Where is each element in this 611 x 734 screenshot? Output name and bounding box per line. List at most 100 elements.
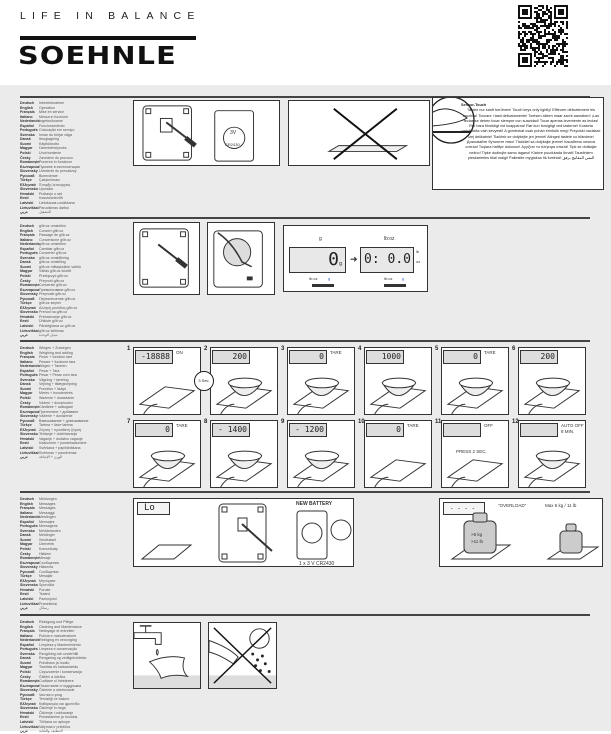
step-number: 11 xyxy=(435,419,442,425)
language-translation: Vážení + dovažování xyxy=(39,400,73,405)
language-translation: Превключване g/lb:oz xyxy=(39,287,76,292)
battery-spec-label: 1 x 3 V CR2430 xyxy=(299,561,335,567)
scale-illustration xyxy=(215,377,273,414)
language-name: Türkçe xyxy=(20,574,32,579)
language-translation: Puhdistus ja huolto xyxy=(39,660,70,665)
language-name: Românește xyxy=(20,160,40,165)
sensor-touch-text: Sensor-Touch Tasten nur sanft berühren! … xyxy=(461,103,601,161)
language-name: عربي xyxy=(20,729,29,734)
step-number: 1 xyxy=(127,346,131,352)
language-translation: Mesaje xyxy=(39,556,51,561)
qr-code[interactable] xyxy=(518,5,568,67)
language-name: Русский xyxy=(20,418,35,423)
language-translation: Meddelanden xyxy=(39,528,61,533)
language-translation: Teated xyxy=(39,592,50,597)
language-translation: Punnitus + lisäys xyxy=(39,386,67,391)
language-translation: Colocação em serviço xyxy=(39,128,75,133)
language-translation: Ważenie + doważanie xyxy=(39,396,75,401)
step-display: 0 xyxy=(289,350,327,364)
switch-label-g: g xyxy=(402,276,405,281)
language-name: Italiano xyxy=(20,359,33,364)
language-name: Latviski xyxy=(20,201,34,206)
language-translation: Чистка и уход xyxy=(39,692,63,697)
language-name: Suomi xyxy=(20,537,31,542)
language-name: Español xyxy=(20,519,34,524)
section-divider xyxy=(20,614,590,616)
language-translation: Meldinger xyxy=(39,533,55,538)
language-translation: Vejning + tillægsvejning xyxy=(39,382,77,387)
step-number: 2 xyxy=(204,346,208,352)
step-label: TARE xyxy=(407,423,419,428)
language-name: Italiano xyxy=(20,633,33,638)
language-translation: Mérés + hozzámérés xyxy=(39,391,73,396)
step-display: 1000 xyxy=(366,350,404,364)
new-battery-label: NEW BATTERY xyxy=(296,501,333,507)
language-name: Ελληνικά xyxy=(20,427,36,432)
language-translation: Vaganje + dodatno vaganje xyxy=(39,436,83,441)
language-name: Deutsch xyxy=(20,101,35,105)
language-translation: Temizliği ve bakımı xyxy=(39,697,70,702)
step-display: - 1400 xyxy=(212,423,250,437)
scale-illustration xyxy=(446,459,504,487)
language-name: Eesti xyxy=(20,319,29,324)
language-name: Türkçe xyxy=(20,697,32,702)
language-translation: Cambiar g/lb:oz xyxy=(39,246,65,251)
language-name: Hrvatski xyxy=(20,314,35,319)
language-name: Русский xyxy=(20,569,35,574)
scale-illustration xyxy=(215,450,273,487)
language-translation: Svēršana + papildināšana xyxy=(39,446,81,451)
step-number: 12 xyxy=(512,419,519,425)
overload-display: - - - - xyxy=(443,502,485,515)
language-name: Lietuviškai xyxy=(20,450,39,455)
language-name: Românește xyxy=(20,405,40,410)
language-name: Български xyxy=(20,560,40,565)
language-translation: Váltás g/lb:oz között xyxy=(39,269,72,274)
language-translation: g/lb:oz omstellen xyxy=(39,242,66,247)
language-name: Dansk xyxy=(20,382,31,387)
step-label: TARE xyxy=(176,423,188,428)
language-name: Magyar xyxy=(20,146,33,151)
language-translation: Vägning + tarering xyxy=(39,377,69,382)
language-name: Български xyxy=(20,409,40,414)
language-name: Ελληνικά xyxy=(20,182,36,187)
step-number: 9 xyxy=(281,419,285,425)
language-translation: Inbetriebnahme xyxy=(39,101,64,105)
language-name: Français xyxy=(20,233,35,238)
language-name: Hrvatski xyxy=(20,191,35,196)
language-translation: Wegen + Tareren xyxy=(39,364,67,369)
step-display xyxy=(443,423,481,437)
unit-display-illustration: g lb:oz 0g ➜ 0: 0.0 lb oz lb:oz g lb:oz … xyxy=(283,225,428,292)
logo-bar xyxy=(20,36,196,40)
step-display: 0 xyxy=(135,423,173,437)
weighing-step-panel: - 1400 xyxy=(210,420,278,488)
language-translation: رسائل xyxy=(39,606,49,611)
unit-slide-switch[interactable] xyxy=(312,284,334,287)
language-name: Nederlands xyxy=(20,119,40,124)
language-translation: Çalıştırılması xyxy=(39,178,60,183)
language-name: Deutsch xyxy=(20,224,35,228)
language-translation: Čišćenje i održavanje xyxy=(39,710,74,715)
unit-slide-switch[interactable] xyxy=(384,284,406,287)
weighing-step-panel: 200 xyxy=(518,347,586,415)
